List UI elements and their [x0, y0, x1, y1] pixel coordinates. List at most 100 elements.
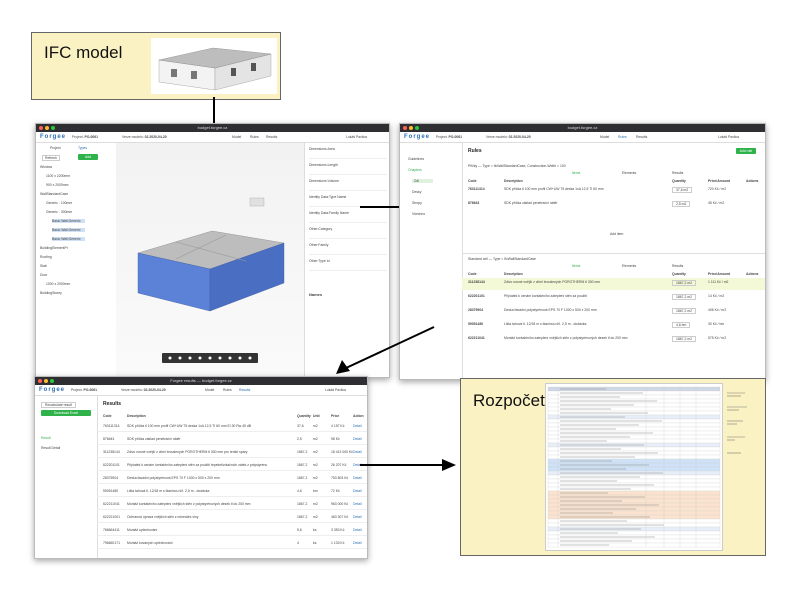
- detail-link[interactable]: Detail: [353, 437, 362, 441]
- refresh-button[interactable]: Refresh: [42, 155, 60, 161]
- tag-elements[interactable]: Elements: [622, 171, 637, 175]
- column-header: Description: [127, 414, 146, 418]
- 3d-viewport[interactable]: [116, 143, 304, 377]
- result-price: 18 413 000 Kč: [331, 450, 353, 454]
- row-highlight: [462, 278, 765, 290]
- rule-quantity[interactable]: 2,5 m2: [672, 201, 691, 207]
- rule-code: 622201101: [468, 294, 485, 298]
- tree-item[interactable]: Basic Wall:Generic: [52, 237, 85, 241]
- nav-results[interactable]: Results: [266, 135, 278, 139]
- tag-items[interactable]: Items: [572, 171, 581, 175]
- result-price: 463 307 Kč: [331, 515, 349, 519]
- table-row-divider: [97, 470, 367, 471]
- rule-quantity[interactable]: 4,6 bm: [672, 322, 691, 328]
- nav-model[interactable]: Model: [232, 135, 242, 139]
- tag-elements[interactable]: Elements: [622, 264, 637, 268]
- sidebar-item[interactable]: Zdi: [412, 179, 433, 183]
- sidebar-result[interactable]: Result: [41, 436, 51, 440]
- tree-item[interactable]: WallStandardCase: [40, 192, 69, 196]
- nav-rules[interactable]: Rules: [618, 135, 627, 139]
- sidebar-item[interactable]: Guidelines: [408, 157, 425, 161]
- ifc-model-label: IFC model: [44, 43, 123, 62]
- recalculate-button[interactable]: Recalculate result: [41, 402, 76, 408]
- result-quantity: 1867,2: [297, 476, 308, 480]
- result-code: 763111314: [103, 424, 120, 428]
- column-header: Price/Amount: [708, 179, 731, 183]
- nav-rules[interactable]: Rules: [250, 135, 259, 139]
- tree-item[interactable]: 1100 x 2200mm: [46, 174, 71, 178]
- rule-2-title: Standard cell — Type = IfcWallStandardCa…: [468, 257, 536, 261]
- download-excel-button[interactable]: Download Excel: [41, 410, 91, 416]
- result-description: SDK příčka základ penetrační nátěr: [127, 437, 181, 441]
- result-code: 876643: [103, 437, 115, 441]
- results-title: Results: [103, 401, 122, 407]
- property-label: Dimensions:Area: [309, 147, 335, 151]
- result-description: Montáž kovaných oplechování: [127, 541, 173, 545]
- nav-results[interactable]: Results: [636, 135, 648, 139]
- property-label: Other:Type Id: [309, 259, 330, 263]
- add-button[interactable]: Add: [78, 154, 98, 160]
- sidebar-item[interactable]: Stropy: [412, 201, 422, 205]
- tag-results[interactable]: Results: [672, 264, 684, 268]
- property-divider: [309, 206, 387, 207]
- table-row-divider: [97, 444, 367, 445]
- tree-item[interactable]: 1000 x 2000mm: [46, 282, 71, 286]
- result-description: Ochranná úprava vnějších stěn z mineráln…: [127, 515, 199, 519]
- tree-item[interactable]: Window: [40, 165, 53, 169]
- result-code: 622211041: [103, 502, 120, 506]
- detail-link[interactable]: Detail: [353, 463, 362, 467]
- tree-item[interactable]: Slab: [40, 264, 47, 268]
- tree-item[interactable]: Basic Wall:Generic: [52, 219, 85, 223]
- column-header: Action: [353, 414, 364, 418]
- sidebar-result-detail[interactable]: Result Detail: [41, 446, 61, 450]
- table-row-divider: [97, 535, 367, 536]
- rule-quantity[interactable]: 1867,2 m2: [672, 336, 697, 342]
- detail-link[interactable]: Detail: [353, 476, 362, 480]
- table-row-divider: [97, 457, 367, 458]
- detail-link[interactable]: Detail: [353, 502, 362, 506]
- tree-item[interactable]: 900 x 2000mm: [46, 183, 69, 187]
- rule-quantity[interactable]: 37,6 m2: [672, 187, 693, 193]
- detail-link[interactable]: Detail: [353, 450, 362, 454]
- detail-link[interactable]: Detail: [353, 489, 362, 493]
- user-name[interactable]: Lukáš Pavlica: [346, 135, 367, 139]
- rule-quantity[interactable]: 1867,2 m2: [672, 294, 697, 300]
- result-unit: m2: [313, 437, 318, 441]
- tree-item[interactable]: Generic - 300mm: [46, 210, 73, 214]
- table-row-divider: [97, 483, 367, 484]
- add-item-button[interactable]: Add item: [610, 232, 624, 236]
- sidebar-item[interactable]: Všechno: [412, 212, 426, 216]
- tree-item[interactable]: BuildingElementPr: [40, 246, 68, 250]
- sidebar-item[interactable]: Chapters: [408, 168, 422, 172]
- tag-items[interactable]: Items: [572, 264, 581, 268]
- tag-results[interactable]: Results: [672, 171, 684, 175]
- tree-item[interactable]: Generic - 100mm: [46, 201, 73, 205]
- add-rule-button[interactable]: Add rule: [736, 148, 756, 154]
- detail-link[interactable]: Detail: [353, 541, 362, 545]
- nav-model[interactable]: Model: [600, 135, 610, 139]
- tree-item[interactable]: Roofing: [40, 255, 52, 259]
- column-header: Price/Amount: [708, 272, 731, 276]
- tree-item[interactable]: Basic Wall:Generic: [52, 228, 85, 232]
- property-label: Other:Family: [309, 243, 329, 247]
- detail-link[interactable]: Detail: [353, 528, 362, 532]
- nav-results[interactable]: Results: [239, 388, 251, 392]
- property-divider: [309, 174, 387, 175]
- tab-project[interactable]: Project: [50, 146, 61, 150]
- result-code: 796660171: [103, 541, 120, 545]
- column-header: Actions: [746, 272, 759, 276]
- rule-quantity[interactable]: 1867,2 m2: [672, 308, 697, 314]
- tree-item[interactable]: BuildingStorey: [40, 291, 62, 295]
- column-header: Unit: [313, 414, 320, 418]
- table-row-divider: [97, 522, 367, 523]
- detail-link[interactable]: Detail: [353, 424, 362, 428]
- sidebar-item[interactable]: Desky: [412, 190, 422, 194]
- tab-types[interactable]: Types: [78, 146, 88, 150]
- result-quantity: 4: [297, 541, 299, 545]
- tree-item[interactable]: Door: [40, 273, 48, 277]
- model-screenshot: budget.forgee.cz Forgee Project: PO-0061…: [35, 123, 390, 378]
- detail-link[interactable]: Detail: [353, 515, 362, 519]
- nav-rules[interactable]: Rules: [223, 388, 232, 392]
- nav-model[interactable]: Model: [205, 388, 215, 392]
- rule-quantity[interactable]: 1867,2 m2: [672, 280, 697, 286]
